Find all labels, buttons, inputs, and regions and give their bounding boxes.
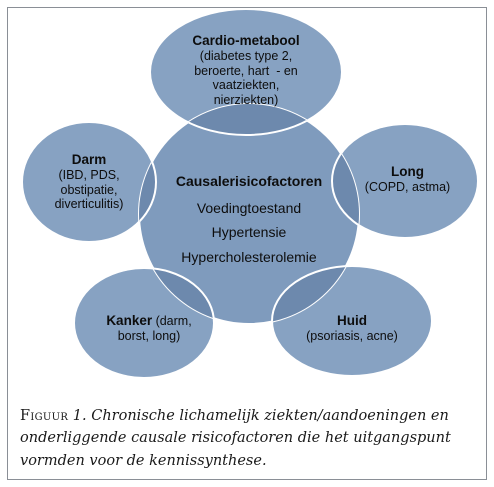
node-darm-sub-2: obstipatie, [60,182,118,197]
caption-number: 1. [72,408,87,424]
figure-caption: Figuur 1. Chronische lichamelijk ziekten… [20,405,480,472]
node-cardio-sub-4: nierziekten) [213,93,279,108]
node-cardio-label: Cardio-metabool (diabetes type 2, beroer… [166,33,326,108]
diagram: Cardio-metabool (diabetes type 2, beroer… [21,8,479,379]
overlap-long [331,123,359,239]
center-item-hypertensie: Hypertensie [211,224,287,241]
center-label: Causalerisicofactoren Voedingtoestand Hy… [159,173,339,269]
node-darm-label: Darm (IBD, PDS, obstipatie, diverticulit… [34,152,144,212]
node-long-label: Long (COPD, astma) [350,164,465,195]
center-item-voedingtoestand: Voedingtoestand [196,199,302,216]
diagram-shapes [21,8,479,379]
center-title: Causalerisicofactoren [175,173,323,189]
node-huid-sub-1: (psoriasis, acne) [306,328,398,343]
overlap-cardio [149,104,343,136]
node-huid-title: Huid [337,313,367,328]
node-cardio-sub-1: (diabetes type 2, [199,48,293,63]
node-kanker-label: Kanker (darm, borst, long) [94,313,204,344]
node-kanker-sub-1: borst, long) [117,328,181,343]
node-kanker-title-suffix: (darm, [152,314,192,328]
node-long-title: Long [391,164,424,179]
center-item-hypercholesterolemie: Hypercholesterolemie [181,248,317,265]
node-kanker-title-line: Kanker (darm, [94,313,204,329]
caption-label: Figuur [20,408,69,424]
node-darm-title: Darm [71,152,107,167]
caption-text: Chronische lichamelijk ziekten/aandoenin… [20,408,451,469]
node-cardio-sub-3: vaatziekten, [212,78,280,93]
node-cardio-title: Cardio-metabool [192,33,300,48]
node-long-sub-1: (COPD, astma) [364,179,451,194]
node-kanker-title: Kanker [106,313,153,328]
node-huid-label: Huid (psoriasis, acne) [292,313,412,344]
node-darm-sub-1: (IBD, PDS, [58,167,120,182]
overlap-darm [139,121,157,243]
node-cardio-sub-2: beroerte, hart - en [194,63,298,78]
node-darm-sub-3: diverticulitis) [54,197,124,212]
